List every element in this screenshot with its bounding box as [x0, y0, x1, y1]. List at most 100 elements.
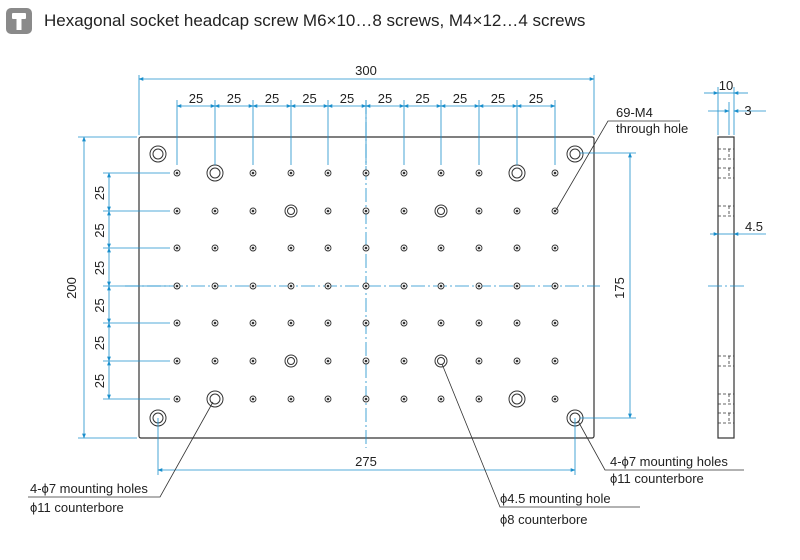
- tapped-hole-core: [175, 321, 179, 325]
- tapped-hole-core: [251, 284, 255, 288]
- callout-hole45-1: ϕ4.5 mounting hole: [500, 491, 611, 506]
- tapped-hole-core: [175, 284, 179, 288]
- tapped-hole-core: [364, 246, 368, 250]
- tapped-hole-core: [477, 397, 481, 401]
- tapped-hole-core: [553, 171, 557, 175]
- tapped-hole-core: [289, 171, 293, 175]
- tapped-hole-core: [402, 321, 406, 325]
- screw-counterbore-m6-inner: [209, 167, 221, 179]
- callout-mount-right-2: ϕ11 counterbore: [610, 471, 704, 486]
- pitch-label: 25: [302, 91, 316, 106]
- tapped-hole-core: [477, 246, 481, 250]
- tapped-hole-core: [553, 284, 557, 288]
- tapped-hole-core: [515, 209, 519, 213]
- tapped-hole-core: [326, 321, 330, 325]
- tapped-hole-core: [477, 171, 481, 175]
- tapped-hole-core: [364, 321, 368, 325]
- screw-counterbore-m4-inner: [437, 357, 445, 365]
- callout-mount-right-1: 4-ϕ7 mounting holes: [610, 454, 728, 469]
- tapped-hole-core: [553, 246, 557, 250]
- tapped-hole-core: [326, 397, 330, 401]
- pitch-label: 25: [92, 298, 107, 312]
- pitch-label: 25: [340, 91, 354, 106]
- dimension-lines: [78, 75, 766, 475]
- pitch-label: 25: [92, 223, 107, 237]
- tapped-hole-core: [175, 397, 179, 401]
- tapped-hole-core: [326, 171, 330, 175]
- tapped-hole-core: [289, 397, 293, 401]
- tapped-hole-core: [402, 246, 406, 250]
- tapped-hole-core: [364, 209, 368, 213]
- tapped-hole-core: [477, 209, 481, 213]
- pitch-label: 25: [92, 261, 107, 275]
- tapped-hole-core: [213, 321, 217, 325]
- tapped-hole-core: [326, 359, 330, 363]
- pitch-label: 25: [92, 374, 107, 388]
- screw-icon: [6, 8, 32, 34]
- tapped-hole-core: [515, 246, 519, 250]
- screw-counterbore-m4-inner: [287, 357, 295, 365]
- dim-thickness: 10: [719, 78, 733, 93]
- tapped-hole-core: [213, 284, 217, 288]
- tapped-hole-core: [289, 246, 293, 250]
- counterbore-holes: [149, 145, 584, 427]
- page-title: Hexagonal socket headcap screw M6×10…8 s…: [44, 11, 586, 30]
- screw-counterbore-m4-inner: [437, 207, 445, 215]
- tapped-hole-core: [251, 397, 255, 401]
- tapped-hole-core: [251, 359, 255, 363]
- callout-mount-left-2: ϕ11 counterbore: [30, 500, 124, 515]
- tapped-hole-core: [175, 209, 179, 213]
- tapped-hole-core: [326, 246, 330, 250]
- callout-hole45-2: ϕ8 counterbore: [500, 512, 588, 527]
- hole-grid: [173, 169, 559, 403]
- tapped-hole-core: [364, 359, 368, 363]
- callout-mount-left-1: 4-ϕ7 mounting holes: [30, 481, 148, 496]
- tapped-hole-core: [326, 284, 330, 288]
- tapped-hole-core: [515, 321, 519, 325]
- pitch-label: 25: [92, 336, 107, 350]
- tapped-hole-core: [175, 171, 179, 175]
- tapped-hole-core: [439, 246, 443, 250]
- side-view: [717, 136, 735, 439]
- tapped-hole-core: [251, 321, 255, 325]
- tapped-hole-core: [251, 171, 255, 175]
- pitch-label: 25: [378, 91, 392, 106]
- mounting-hole-inner: [569, 148, 581, 160]
- dim-mount-span-y: 175: [612, 277, 627, 299]
- tapped-hole-core: [402, 209, 406, 213]
- tapped-hole-core: [402, 397, 406, 401]
- tapped-hole-core: [439, 171, 443, 175]
- tapped-hole-core: [213, 246, 217, 250]
- tapped-hole-core: [213, 209, 217, 213]
- tapped-hole-core: [402, 359, 406, 363]
- dim-overall-width: 300: [355, 63, 377, 78]
- tapped-hole-core: [477, 284, 481, 288]
- tapped-hole-core: [515, 359, 519, 363]
- pitch-label: 25: [415, 91, 429, 106]
- leader-lines: [28, 120, 744, 508]
- tapped-hole-core: [289, 284, 293, 288]
- screw-counterbore-m4-inner: [287, 207, 295, 215]
- tapped-hole-core: [553, 359, 557, 363]
- tapped-hole-core: [364, 397, 368, 401]
- screw-counterbore-m6-inner: [511, 167, 523, 179]
- pitch-label: 25: [491, 91, 505, 106]
- tapped-hole-core: [364, 171, 368, 175]
- tapped-hole-core: [553, 321, 557, 325]
- pitch-label: 25: [227, 91, 241, 106]
- dim-counterbore-depth: 3: [744, 103, 751, 118]
- mounting-hole-inner: [152, 148, 164, 160]
- tapped-hole-core: [439, 284, 443, 288]
- tapped-hole-core: [326, 209, 330, 213]
- dim-side-hole: 4.5: [745, 219, 763, 234]
- tapped-hole-core: [289, 321, 293, 325]
- pitch-label: 25: [265, 91, 279, 106]
- tapped-hole-core: [251, 209, 255, 213]
- tapped-hole-core: [553, 397, 557, 401]
- tapped-hole-core: [402, 284, 406, 288]
- tapped-hole-core: [213, 359, 217, 363]
- tapped-hole-core: [402, 171, 406, 175]
- tapped-hole-core: [553, 209, 557, 213]
- tapped-hole-core: [251, 246, 255, 250]
